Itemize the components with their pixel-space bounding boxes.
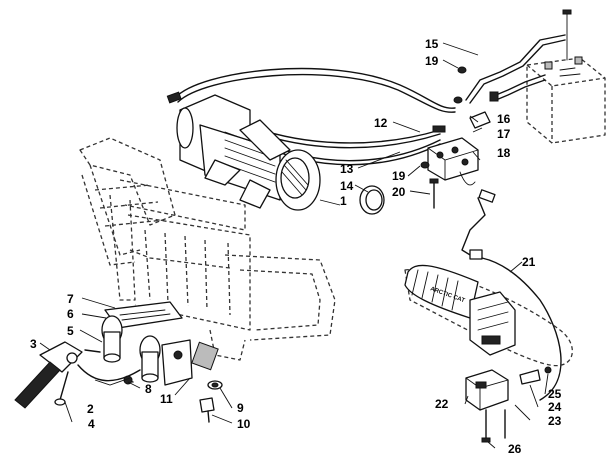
- callout-24: 24: [548, 400, 562, 414]
- callout-20: 20: [392, 185, 406, 199]
- callout-19-lower: 19: [392, 169, 406, 183]
- handlebar-switch: ARCTIC CAT: [404, 264, 573, 443]
- winch-hook-strap: [14, 341, 141, 409]
- callout-23: 23: [548, 414, 562, 428]
- callout-14: 14: [340, 179, 354, 193]
- callout-9: 9: [237, 401, 244, 415]
- winch-assembly: [176, 94, 321, 211]
- callout-18: 18: [497, 146, 511, 160]
- callout-12: 12: [374, 116, 388, 130]
- callout-4: 4: [88, 417, 95, 431]
- callout-6: 6: [67, 307, 74, 321]
- leader-lines: [39, 42, 549, 449]
- callout-3: 3: [30, 337, 37, 351]
- callout-5: 5: [67, 324, 74, 338]
- callout-10: 10: [237, 417, 251, 431]
- switch-harness: [461, 189, 562, 401]
- cable-ring: [359, 185, 385, 215]
- callout-13: 13: [340, 162, 354, 176]
- callout-11: 11: [160, 392, 173, 406]
- front-rack-frame: [79, 137, 336, 361]
- washer-and-bolt: [199, 380, 223, 423]
- callout-1: 1: [340, 194, 347, 208]
- callout-15: 15: [425, 37, 439, 51]
- winch-solenoid: [420, 66, 479, 209]
- callout-7: 7: [67, 292, 74, 306]
- callout-19-upper: 19: [425, 54, 439, 68]
- battery-cables: [465, 9, 572, 129]
- battery: [526, 56, 606, 144]
- mounting-plate: [84, 301, 219, 386]
- callout-26: 26: [508, 442, 522, 456]
- callout-17: 17: [497, 127, 511, 141]
- callout-22: 22: [435, 397, 449, 411]
- callout-2: 2: [87, 402, 94, 416]
- callout-25: 25: [548, 387, 562, 401]
- callout-labels: 1 2 3 4 5 6 7 8 9 10 11 12 13 14 15 16 1…: [30, 37, 562, 456]
- callout-16: 16: [497, 112, 511, 126]
- callout-8: 8: [145, 382, 152, 396]
- callout-21: 21: [522, 255, 536, 269]
